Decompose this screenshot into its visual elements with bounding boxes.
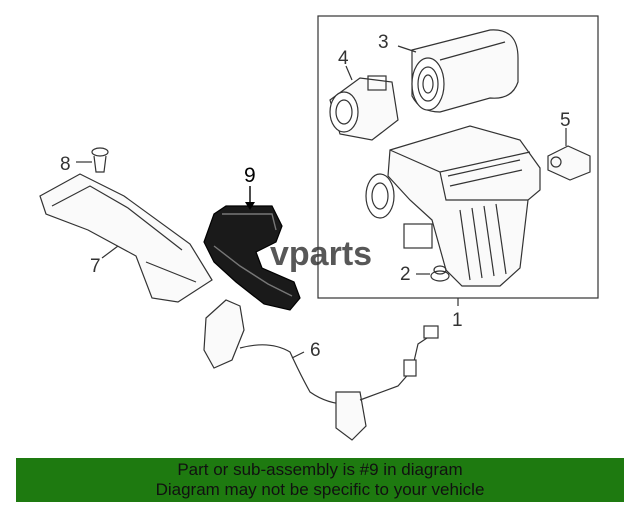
air-cleaner-assembly <box>365 125 541 287</box>
intake-air-temp-sensor <box>547 145 591 181</box>
watermark-logo-text: vparts <box>270 235 372 273</box>
callout-4: 4 <box>338 48 349 69</box>
banner-line-part: Part or sub-assembly is #9 in diagram <box>177 460 463 479</box>
push-clip <box>91 147 109 173</box>
mass-air-flow-sensor <box>329 75 399 141</box>
parts-diagram: vparts 3 4 5 8 9 7 2 1 6 <box>39 15 599 441</box>
banner-line-disclaimer: Diagram may not be specific to your vehi… <box>155 480 485 499</box>
callout-2: 2 <box>400 264 411 285</box>
grommet <box>430 265 450 282</box>
callout-6: 6 <box>310 340 321 361</box>
air-intake-duct-highlight <box>203 186 301 311</box>
callout-5: 5 <box>560 110 571 131</box>
callout-9: 9 <box>244 164 256 187</box>
air-filter-element <box>411 29 519 113</box>
callout-8: 8 <box>60 154 71 175</box>
air-deflector <box>39 173 213 303</box>
info-banner: Part or sub-assembly is #9 in diagram Di… <box>16 458 624 502</box>
callout-1: 1 <box>452 310 463 331</box>
callout-3: 3 <box>378 32 389 53</box>
vacuum-hose-harness <box>203 299 439 441</box>
callout-7: 7 <box>90 256 101 277</box>
